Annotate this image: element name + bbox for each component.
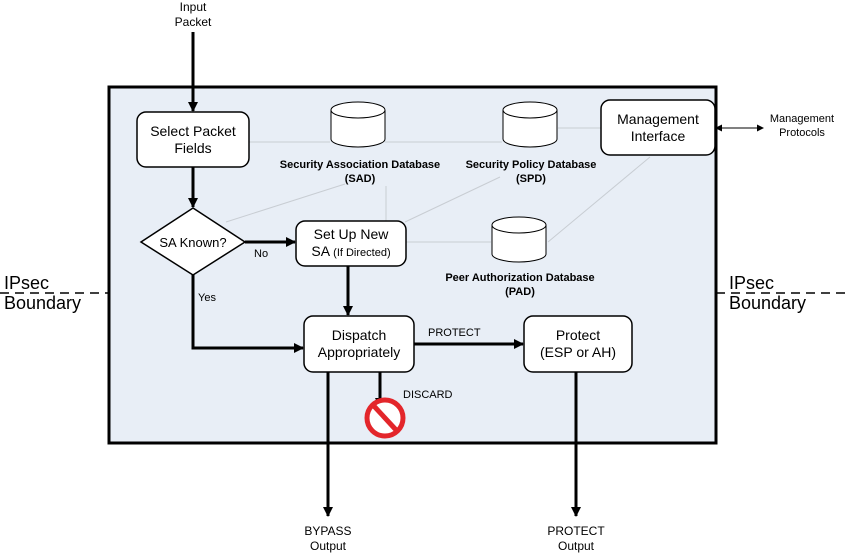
pad-label: Peer Authorization Database (PAD) [445, 272, 595, 298]
spd-label: Security Policy Database (SPD) [465, 159, 597, 185]
edge-label-discard: DISCARD [403, 389, 453, 401]
edge-label-yes: Yes [198, 292, 216, 304]
setup-new-sa-box [295, 220, 407, 267]
management-interface-box [600, 99, 716, 156]
saknown-to-dispatch-arrow [191, 275, 304, 353]
sad-label: Security Association Database (SAD) [279, 159, 441, 185]
discard-icon [364, 397, 406, 439]
pad-cylinder-icon [491, 216, 547, 263]
input-packet-label: Input Packet [174, 0, 212, 29]
database-connectors [225, 127, 651, 243]
edge-label-no: No [254, 248, 269, 260]
protect-node: Protect (ESP or AH) [540, 327, 616, 360]
setup-new-sa-node: Set Up New SA (If Directed) [311, 225, 391, 259]
bypass-output-label: BYPASS Output [304, 524, 352, 553]
sa-known-diamond [139, 207, 247, 276]
ipsec-boundary-label-left: IPsec Boundary [4, 273, 82, 313]
dispatch-node: Dispatch Appropriately [317, 327, 401, 360]
sa-known-label: SA Known? [159, 234, 227, 250]
protect-output-label: PROTECT Output [547, 524, 605, 553]
select-packet-fields-box [136, 111, 250, 168]
protect-box [523, 315, 633, 373]
ipsec-boundary-label-right: IPsec Boundary [729, 273, 807, 313]
management-protocols-label: Management Protocols [769, 113, 835, 139]
edge-label-protect: PROTECT [428, 327, 481, 339]
spd-cylinder-icon [502, 101, 558, 148]
sad-cylinder-icon [330, 101, 386, 148]
management-interface-node: Management Interface [617, 110, 699, 144]
dispatch-box [303, 315, 415, 373]
select-packet-fields-node: Select Packet Fields [150, 122, 236, 156]
